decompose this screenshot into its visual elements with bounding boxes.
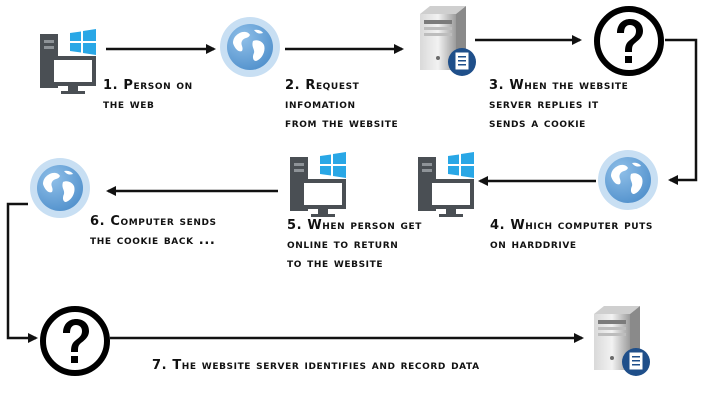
person-computer-icon: [40, 29, 96, 94]
step-3-label: 3. When the website server replies it se…: [489, 78, 629, 131]
globe-icon: [598, 150, 658, 210]
step-2-label: 2. Request infomation from the website: [285, 78, 399, 131]
return-computer-icon: [290, 152, 346, 217]
step-1-label: 1. Person on the web: [103, 78, 193, 112]
step-4-label: 4. Which computer puts on harddrive: [490, 218, 653, 252]
step-5-label: 5. When person get online to return to t…: [287, 218, 422, 271]
step-6-label: 6. Computer sends the cookie back ...: [90, 214, 217, 248]
globe-icon: [30, 158, 90, 218]
server-icon: [419, 5, 477, 77]
globe-icon: [220, 17, 280, 77]
server-icon: [593, 305, 651, 377]
arrow-6-to-7: [6, 202, 38, 343]
harddrive-computer-icon: [418, 152, 474, 217]
arrow-question-to-4: [665, 38, 698, 185]
question-icon: [597, 9, 661, 73]
question-icon: [43, 309, 107, 373]
flow-arrows: [6, 35, 698, 343]
step-7-label: 7. The website server identifies and rec…: [152, 358, 480, 373]
